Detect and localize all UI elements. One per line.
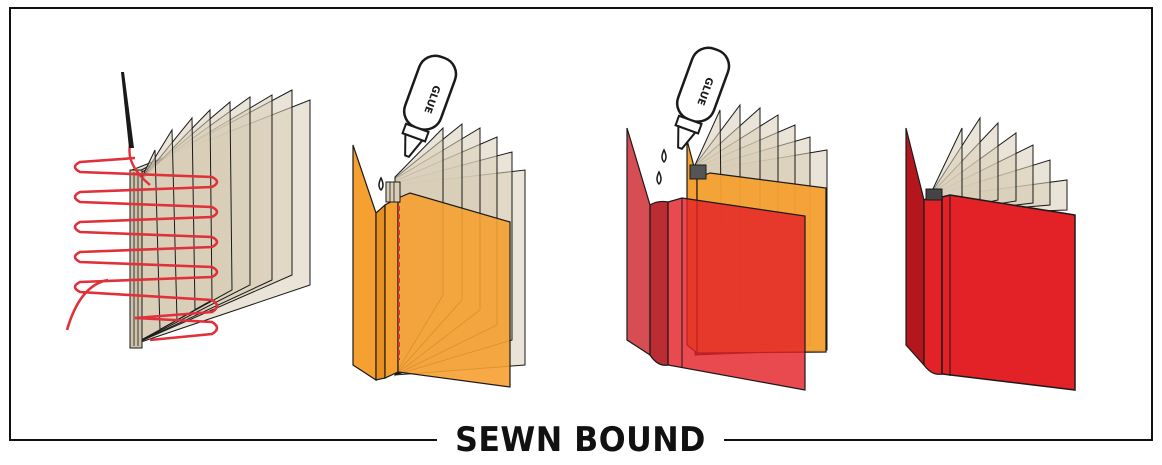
glue-bottle-icon: GLUE bbox=[674, 46, 731, 150]
diagram-title: SEWN BOUND bbox=[455, 420, 706, 460]
red-cover bbox=[905, 127, 1076, 391]
red-case bbox=[626, 127, 806, 391]
glue-drops bbox=[656, 148, 667, 186]
orange-cover bbox=[352, 144, 511, 388]
step-2-gluing-cover: GLUE bbox=[352, 54, 526, 388]
border-bottom-right bbox=[724, 439, 1153, 441]
needle-icon bbox=[121, 72, 134, 148]
border-frame bbox=[9, 7, 1153, 441]
step-1-sewing bbox=[65, 72, 311, 349]
step-4-finished-book bbox=[905, 116, 1076, 391]
sewing-thread bbox=[65, 144, 219, 342]
border-bottom-left bbox=[9, 439, 437, 441]
glue-drops bbox=[378, 176, 384, 192]
step-3-casing-in: GLUE bbox=[626, 46, 828, 391]
fanned-pages bbox=[129, 89, 311, 349]
glue-bottle-icon: GLUE bbox=[401, 54, 458, 158]
